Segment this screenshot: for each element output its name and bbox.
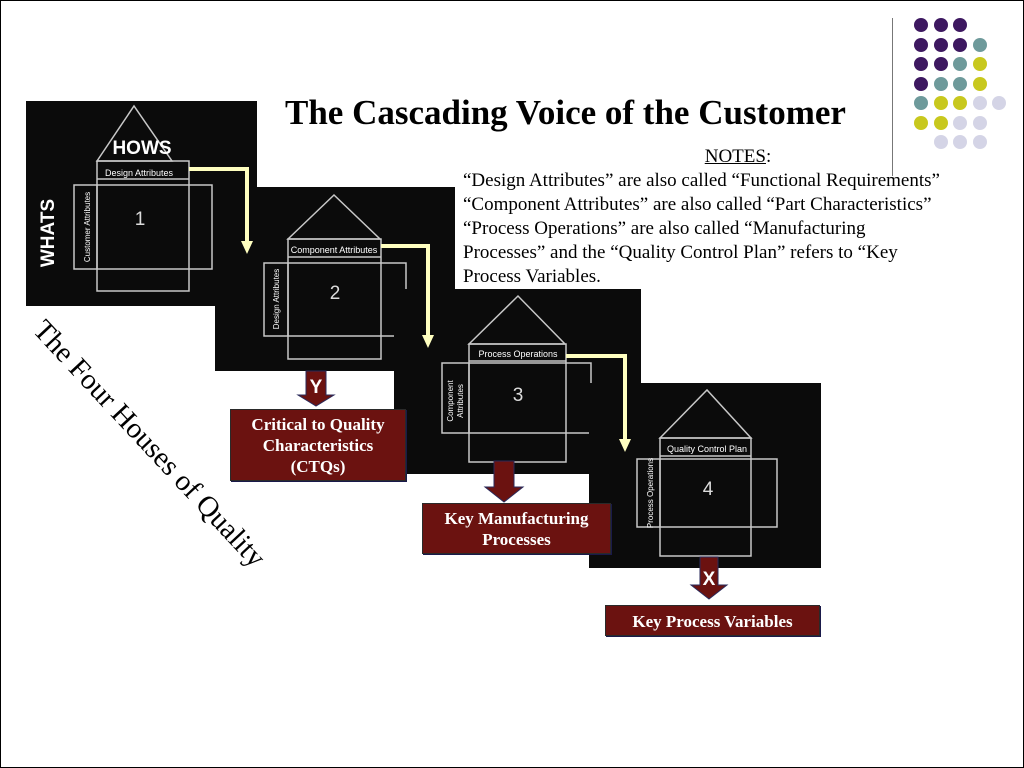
down-arrow-y-letter: Y xyxy=(310,377,323,398)
output-box-ctqs-line3: (CTQs) xyxy=(290,457,346,476)
decorative-dot xyxy=(933,96,948,110)
output-box-key-manufacturing-processes: Key Manufacturing Processes xyxy=(422,503,611,554)
house-2-side-label: Design Attributes xyxy=(272,269,281,329)
decorative-dot xyxy=(914,37,928,52)
house-3-diagram: Process Operations 3 Component Attribute… xyxy=(441,294,592,463)
decorative-dot xyxy=(933,115,948,130)
connector-arrow-1-to-2 xyxy=(189,167,253,254)
connector-arrow-3-to-4 xyxy=(566,354,631,452)
output-box-ctqs-line1: Critical to Quality xyxy=(251,415,385,434)
decorative-dot xyxy=(933,57,948,71)
connector-arrow-2-to-3 xyxy=(381,244,434,348)
house-3-side-label-line2: Attributes xyxy=(456,384,465,418)
decorative-dot xyxy=(933,76,948,91)
decorative-dot xyxy=(953,115,967,130)
house-1-top-label: Design Attributes xyxy=(105,168,174,178)
decorative-dot xyxy=(953,135,967,149)
house-1-whats-label: WHATS xyxy=(38,199,59,267)
down-arrow-x: X xyxy=(689,556,729,600)
decorative-dot xyxy=(953,18,967,32)
house-4-side-label: Process Operations xyxy=(646,458,655,528)
notes-block: NOTES: “Design Attributes” are also call… xyxy=(463,145,1023,289)
decorative-dot-grid xyxy=(1,1,1023,171)
output-box-key-process-variables: Key Process Variables xyxy=(605,605,820,636)
decorative-dot xyxy=(953,76,967,91)
decorative-dot xyxy=(933,135,948,149)
house-4-number: 4 xyxy=(703,479,714,500)
decorative-dot xyxy=(914,76,928,91)
house-3-side-label-line1: Component xyxy=(446,380,455,422)
notes-line-5: Process Variables. xyxy=(463,266,601,287)
decorative-dot xyxy=(914,57,928,71)
decorative-dot xyxy=(953,57,967,71)
decorative-dot xyxy=(972,76,987,91)
decorative-dot xyxy=(953,96,967,110)
output-box-kmp-line2: Processes xyxy=(482,530,551,549)
notes-line-1: “Design Attributes” are also called “Fun… xyxy=(463,170,940,191)
decorative-dot xyxy=(933,37,948,52)
house-1-diagram: HOWS Design Attributes 1 Customer Attrib… xyxy=(38,104,213,292)
decorative-dot xyxy=(992,96,1006,110)
decorative-dot xyxy=(972,37,987,52)
house-3-top-label: Process Operations xyxy=(478,349,558,359)
house-1-side-label: Customer Attributes xyxy=(83,192,92,262)
decorative-dot xyxy=(933,18,948,32)
decorative-dot xyxy=(914,18,928,32)
slide-title: The Cascading Voice of the Customer xyxy=(285,93,846,132)
notes-heading-row: NOTES: xyxy=(463,145,1013,169)
decorative-dot xyxy=(972,57,987,71)
notes-heading-colon: : xyxy=(765,146,772,167)
output-box-kmp-line1: Key Manufacturing xyxy=(444,509,589,528)
house-2-top-label: Component Attributes xyxy=(291,245,378,255)
decorative-dot xyxy=(972,115,987,130)
decorative-dot xyxy=(914,115,928,130)
decorative-dot xyxy=(972,96,987,110)
house-3-number: 3 xyxy=(513,385,524,406)
output-box-kpv-line1: Key Process Variables xyxy=(632,612,793,631)
house-2-number: 2 xyxy=(330,283,341,304)
notes-line-2: “Component Attributes” are also called “… xyxy=(463,194,932,215)
output-box-ctqs: Critical to Quality Characteristics (CTQ… xyxy=(230,409,406,481)
house-1-number: 1 xyxy=(135,209,146,230)
house-panel-3: Process Operations 3 Component Attribute… xyxy=(394,289,641,474)
output-box-ctqs-line2: Characteristics xyxy=(262,436,374,455)
down-arrow-processes xyxy=(483,460,525,503)
decorative-dot xyxy=(914,96,928,110)
down-arrow-x-letter: X xyxy=(703,569,716,590)
down-arrow-y: Y xyxy=(296,370,336,407)
house-4-diagram: Quality Control Plan 4 Process Operation… xyxy=(636,388,778,557)
house-4-top-label: Quality Control Plan xyxy=(667,444,747,454)
decorative-vertical-line xyxy=(892,18,893,176)
notes-line-3: “Process Operations” are also called “Ma… xyxy=(463,218,866,239)
decorative-dot xyxy=(953,37,967,52)
notes-line-4: Processes” and the “Quality Control Plan… xyxy=(463,242,898,263)
house-panel-4: Quality Control Plan 4 Process Operation… xyxy=(589,383,821,568)
house-1-roof-label: HOWS xyxy=(112,138,171,159)
notes-heading: NOTES xyxy=(704,146,766,167)
decorative-dot xyxy=(972,135,987,149)
